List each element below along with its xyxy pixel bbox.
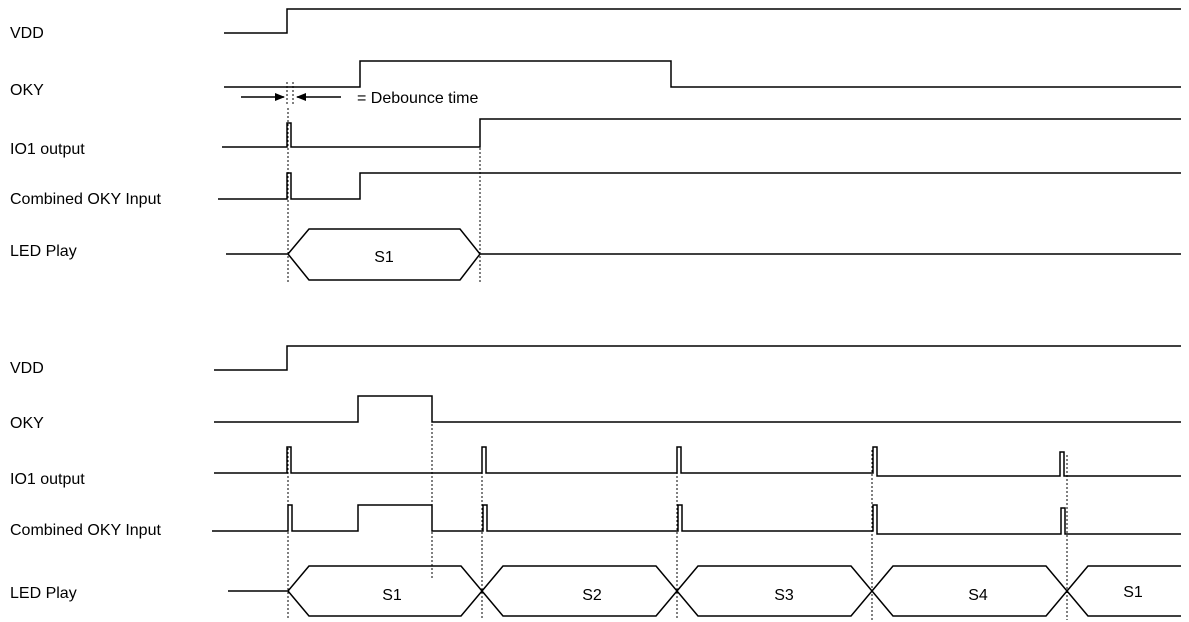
waveform-vdd (224, 8, 1181, 34)
segment-label-s3: S3 (774, 587, 794, 604)
waveform-led-play (228, 565, 1181, 617)
debounce-time-label: = Debounce time (357, 90, 479, 107)
diagram-1: VDD OKY IO1 output Combined OKY Input LE… (10, 8, 1181, 283)
waveform-combined-oky-input (212, 504, 1181, 535)
segment-label-s1-repeat: S1 (1123, 584, 1143, 601)
signal-label-vdd: VDD (10, 25, 44, 42)
waveform-io1-output (214, 446, 1181, 477)
signal-label-led-play: LED Play (10, 243, 77, 260)
diagram-2: VDD OKY IO1 output Combined OKY Input LE… (10, 345, 1181, 620)
waveform-oky (224, 60, 1181, 88)
signal-label-io1-output: IO1 output (10, 141, 85, 158)
waveform-combined-oky-input (218, 172, 1181, 200)
segment-label-s2: S2 (582, 587, 602, 604)
segment-label-s1: S1 (374, 249, 394, 266)
signal-label-vdd: VDD (10, 360, 44, 377)
segment-label-s1: S1 (382, 587, 402, 604)
signal-label-oky: OKY (10, 82, 44, 99)
signal-label-led-play: LED Play (10, 585, 77, 602)
waveform-io1-output (222, 118, 1181, 148)
signal-label-oky: OKY (10, 415, 44, 432)
segment-label-s4: S4 (968, 587, 988, 604)
signal-label-combined-oky-input: Combined OKY Input (10, 522, 161, 539)
waveform-led-play (226, 228, 1181, 281)
signal-label-io1-output: IO1 output (10, 471, 85, 488)
signal-label-combined-oky-input: Combined OKY Input (10, 191, 161, 208)
waveform-oky (214, 395, 1181, 423)
waveform-vdd (214, 345, 1181, 371)
